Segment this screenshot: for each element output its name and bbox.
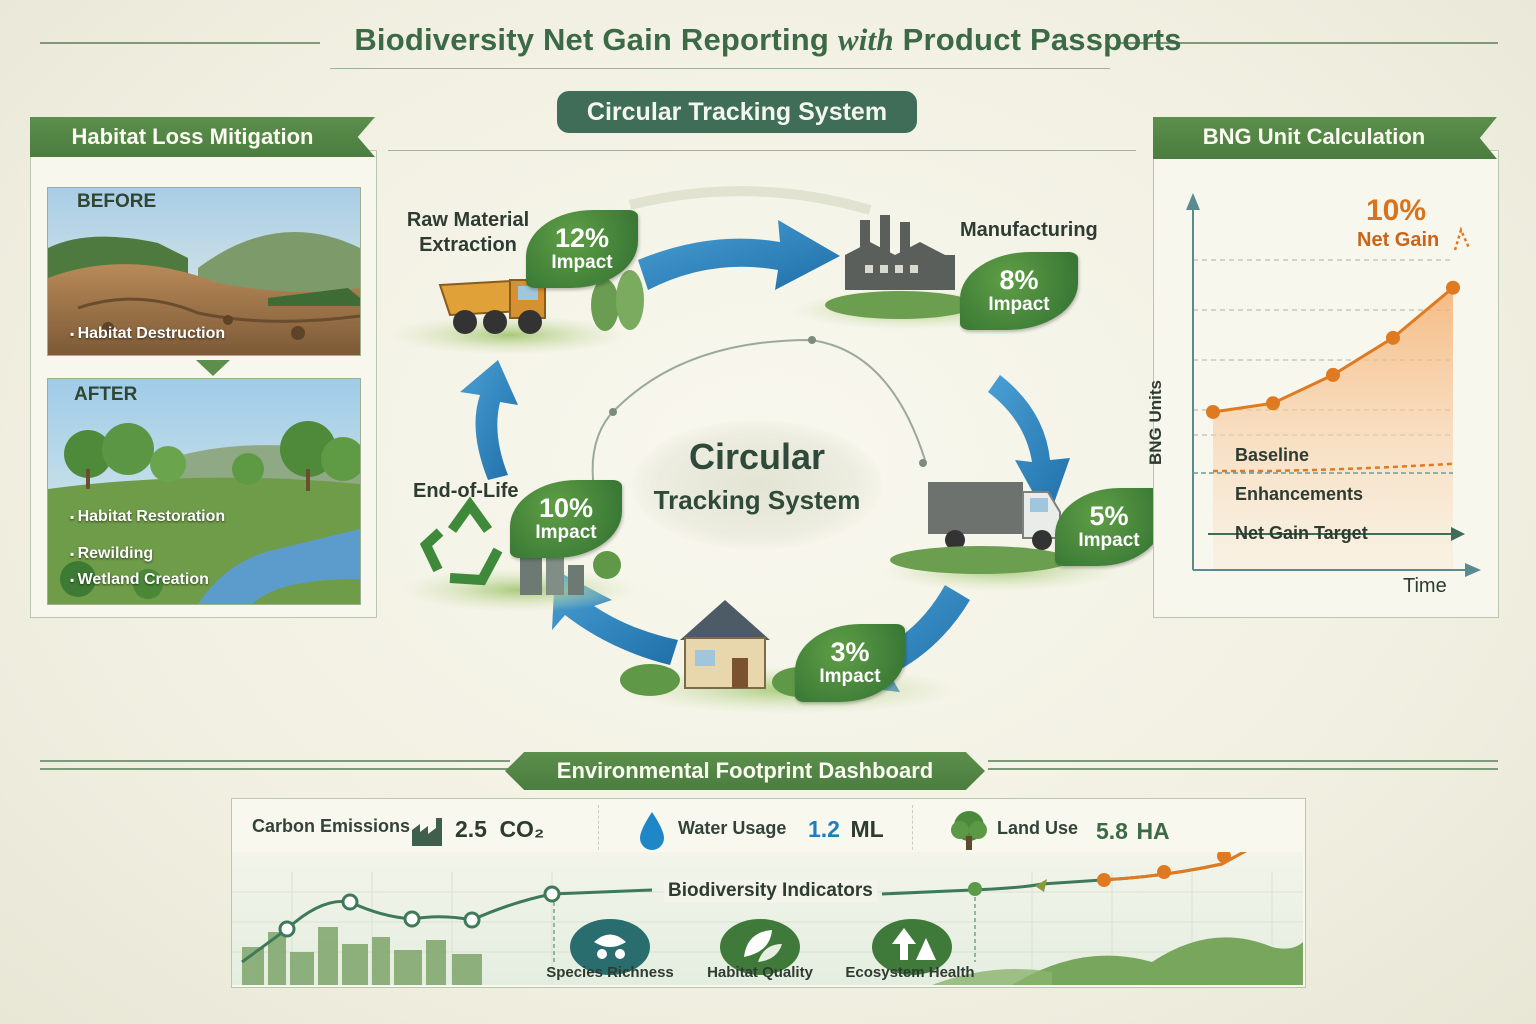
baseline-line bbox=[1213, 462, 1454, 473]
title-rule-left bbox=[40, 42, 320, 44]
species-icon bbox=[570, 919, 650, 975]
stage-raw-name: Raw Material Extraction bbox=[406, 209, 530, 256]
factory-icon bbox=[825, 215, 975, 319]
y-axis-arrow-icon bbox=[1186, 193, 1200, 210]
net-gain-point bbox=[1446, 280, 1460, 295]
net-gain-point bbox=[1326, 367, 1340, 382]
tree-icon bbox=[951, 811, 987, 850]
ecosystem-icon bbox=[872, 919, 952, 975]
leaf-icon bbox=[720, 919, 800, 975]
x-axis-label: Time bbox=[1403, 575, 1447, 597]
dump-truck-icon bbox=[438, 278, 546, 334]
cycle-illustration bbox=[390, 186, 1120, 714]
after-bullet-restoration: Habitat Restoration bbox=[70, 508, 226, 526]
leaf-eol-impact: 10% Impact bbox=[510, 480, 622, 558]
dash-rule-right bbox=[988, 760, 1498, 762]
after-label: AFTER bbox=[74, 384, 138, 405]
bng-banner: BNG Unit Calculation bbox=[1153, 117, 1497, 159]
arrow-mfg-to-transport bbox=[988, 375, 1070, 520]
dashboard-banner: Environmental Footprint Dashboard bbox=[505, 752, 985, 790]
title-underline bbox=[330, 68, 1110, 69]
metric-divider bbox=[598, 805, 599, 855]
arrow-eol-to-raw bbox=[460, 360, 518, 480]
y-axis-label: BNG Units bbox=[1146, 380, 1165, 465]
cycle-rule bbox=[388, 150, 1136, 151]
habitat-banner: Habitat Loss Mitigation bbox=[30, 117, 375, 157]
page-title: Biodiversity Net Gain Reporting with Pro… bbox=[354, 22, 1182, 57]
net-gain-point bbox=[1386, 330, 1400, 345]
down-arrow-icon bbox=[196, 360, 230, 376]
house-icon bbox=[620, 600, 828, 697]
biodiversity-strip bbox=[232, 852, 1303, 985]
water-value: 1.2 ML bbox=[808, 816, 884, 842]
net-gain-value: 10% bbox=[1366, 194, 1427, 227]
stage-manufacturing-name: Manufacturing bbox=[960, 219, 1098, 241]
carbon-value: 2.5 CO₂ bbox=[455, 816, 545, 842]
carbon-label: Carbon Emissions bbox=[252, 816, 411, 836]
factory-icon bbox=[412, 818, 442, 846]
center-title: Circular bbox=[688, 436, 826, 477]
habitat-quality-label: Habitat Quality bbox=[707, 964, 813, 981]
land-value: 5.8 HA bbox=[1096, 818, 1170, 844]
water-label: Water Usage bbox=[678, 818, 787, 838]
trees-raw-icon bbox=[591, 270, 644, 331]
center-blob bbox=[632, 420, 882, 550]
target-arrow-icon bbox=[1451, 527, 1465, 541]
net-gain-label: Net Gain bbox=[1357, 229, 1440, 251]
stage-eol-name: End-of-Life bbox=[413, 480, 519, 502]
baseline-label: Baseline bbox=[1235, 445, 1310, 465]
metric-divider-2 bbox=[912, 805, 913, 855]
net-gain-point bbox=[1206, 404, 1220, 419]
after-bullet-rewilding: Rewilding bbox=[70, 545, 154, 563]
gain-arrow-icon bbox=[1453, 226, 1471, 251]
dash-rule-left bbox=[40, 760, 510, 762]
delivery-truck-icon bbox=[890, 482, 1070, 574]
water-drop-icon bbox=[640, 812, 664, 850]
center-subtitle: Tracking System bbox=[653, 485, 861, 515]
after-bullet-wetland: Wetland Creation bbox=[70, 571, 209, 589]
before-label: BEFORE bbox=[77, 191, 157, 212]
dash-rule-left-2 bbox=[40, 768, 510, 770]
enhancements-label: Enhancements bbox=[1235, 484, 1364, 504]
leaf-use-impact: 3% Impact bbox=[795, 624, 905, 702]
ecosystem-health-label: Ecosystem Health bbox=[845, 964, 975, 981]
land-label: Land Use bbox=[997, 818, 1079, 838]
net-gain-target-label: Net Gain Target bbox=[1235, 523, 1368, 543]
net-gain-point bbox=[1266, 396, 1280, 411]
after-photo bbox=[47, 378, 361, 605]
title-rule-right bbox=[1118, 42, 1498, 44]
arrow-raw-to-mfg bbox=[638, 220, 840, 290]
circular-tracking-pill: Circular Tracking System bbox=[557, 91, 917, 133]
leaf-raw-impact: 12% Impact bbox=[526, 210, 638, 288]
x-axis-arrow-icon bbox=[1465, 563, 1481, 577]
bng-chart bbox=[1186, 193, 1481, 577]
dash-rule-right-2 bbox=[988, 768, 1498, 770]
restored-landscape-illustration bbox=[48, 379, 360, 604]
indicators-title: Biodiversity Indicators bbox=[664, 880, 877, 902]
net-gain-area bbox=[1213, 287, 1453, 570]
species-richness-label: Species Richness bbox=[546, 964, 674, 981]
before-bullet: Habitat Destruction bbox=[70, 325, 226, 343]
